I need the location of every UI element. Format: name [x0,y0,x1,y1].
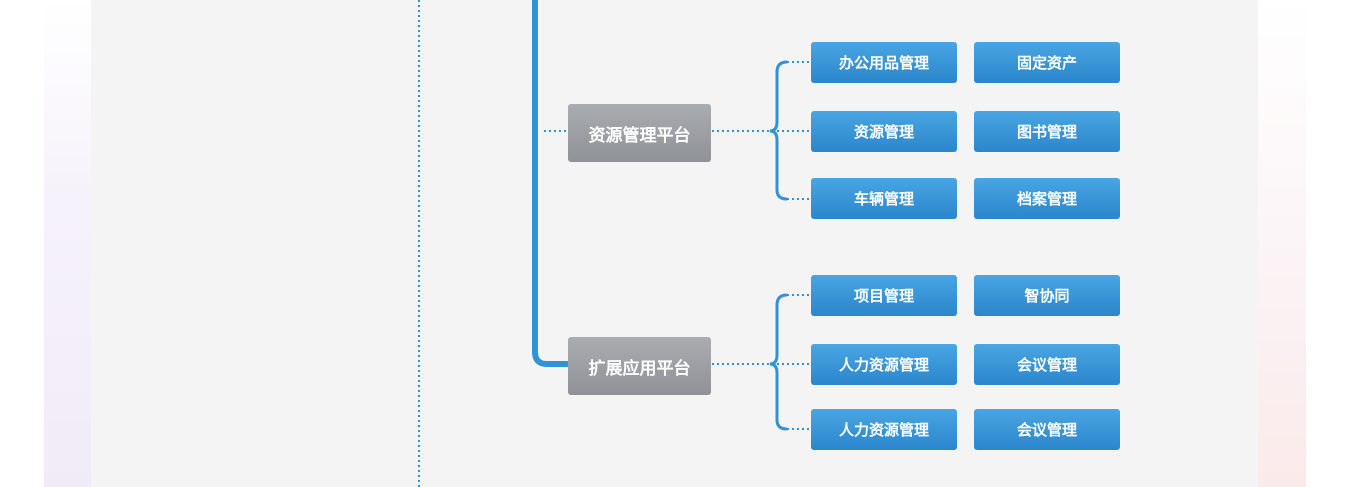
platform-extended-applications: 扩展应用平台 [568,337,711,395]
module-resource-management[interactable]: 资源管理 [811,111,957,152]
left-background-gradient [44,0,91,487]
module-meeting-management-2[interactable]: 会议管理 [974,409,1120,450]
module-office-supplies[interactable]: 办公用品管理 [811,42,957,83]
module-project-management[interactable]: 项目管理 [811,275,957,316]
platform-resource-management: 资源管理平台 [568,104,711,162]
platform-1-brace [769,60,788,201]
module-human-resources[interactable]: 人力资源管理 [811,344,957,385]
module-fixed-assets[interactable]: 固定资产 [974,42,1120,83]
module-vehicle-management[interactable]: 车辆管理 [811,178,957,219]
module-archive-management[interactable]: 档案管理 [974,178,1120,219]
platform-2-brace [769,293,788,431]
module-library-management[interactable]: 图书管理 [974,111,1120,152]
module-smart-collaboration[interactable]: 智协同 [974,275,1120,316]
module-human-resources-2[interactable]: 人力资源管理 [811,409,957,450]
right-background-gradient [1258,0,1306,487]
module-meeting-management[interactable]: 会议管理 [974,344,1120,385]
main-trunk-line [532,0,570,367]
